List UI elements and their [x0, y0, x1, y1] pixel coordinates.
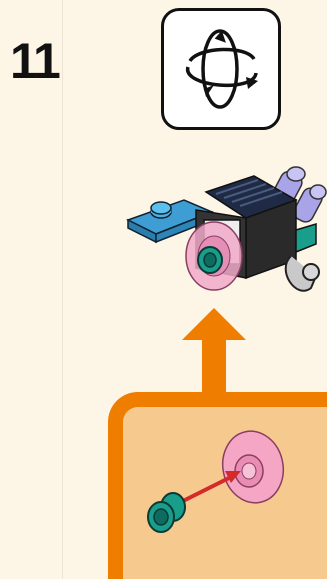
teal-pin [198, 247, 222, 273]
rotate-model-box [161, 8, 281, 130]
rotate-model-icon [164, 11, 278, 127]
step-number: 11 [10, 36, 59, 86]
arrow-up-icon [180, 306, 248, 397]
teal-pin-part [148, 493, 185, 532]
assembled-model [126, 160, 327, 315]
page-divider [62, 0, 63, 579]
grey-clip [286, 256, 319, 291]
pink-disc-part [216, 426, 290, 509]
callout-content [123, 407, 327, 579]
